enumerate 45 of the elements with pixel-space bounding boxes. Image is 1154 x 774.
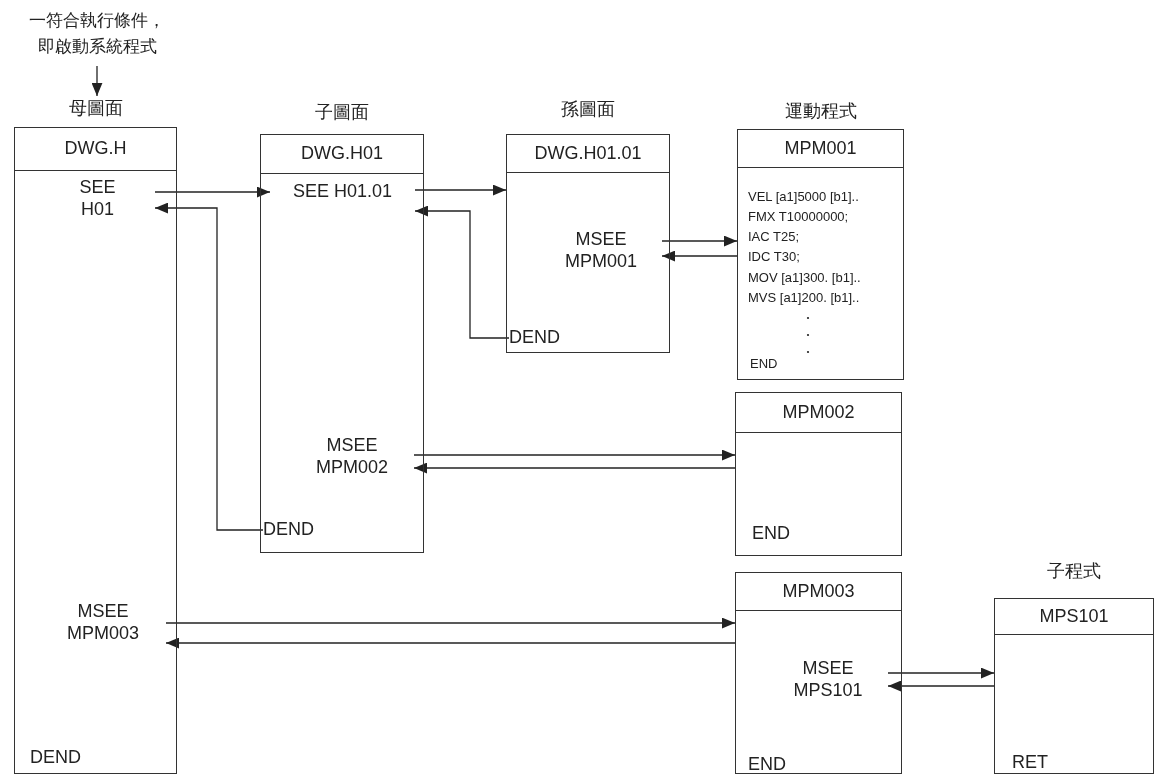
box-heading: 運動程式: [783, 100, 858, 123]
box-title: MPM002: [736, 393, 901, 433]
arrow: [661, 235, 738, 247]
box-heading: 子圖面: [314, 101, 370, 124]
box-heading: 母圖面: [67, 97, 124, 120]
code-line: END: [748, 753, 786, 774]
statement-text: SEE H01.01: [270, 180, 415, 204]
statement-text: MSEE MPS101: [768, 657, 888, 703]
box-heading: 子程式: [1046, 560, 1102, 583]
code-line: VEL [a1]5000 [b1]..: [748, 188, 859, 205]
box-title: MPM003: [736, 573, 901, 611]
code-line: DEND: [30, 746, 81, 768]
statement-text: MSEE MPM003: [40, 600, 166, 646]
trigger-note: 一符合執行條件，即啟動系統程式: [22, 4, 172, 66]
statement-text: DEND: [509, 326, 571, 350]
arrow: [887, 667, 995, 679]
box-heading: 孫圖面: [560, 98, 616, 121]
arrow: [413, 462, 736, 474]
code-line: IDC T30;: [748, 248, 800, 265]
box-title: DWG.H01: [261, 135, 423, 174]
arrow: [154, 186, 271, 198]
code-line: RET: [1012, 751, 1048, 773]
box-title: DWG.H: [15, 128, 176, 171]
statement-text: SEE H01: [40, 176, 155, 220]
code-line: IAC T25;: [748, 228, 800, 245]
box-title: MPS101: [995, 599, 1153, 635]
code-line: MOV [a1]300. [b1]..: [748, 269, 861, 286]
arrow: [414, 205, 510, 339]
code-line: END: [750, 355, 778, 372]
statement-text: DEND: [263, 518, 325, 542]
statement-text: MSEE MPM001: [540, 228, 662, 274]
code-line: MVS [a1]200. [b1]..: [748, 289, 860, 306]
arrow: [165, 617, 736, 629]
arrow: [661, 250, 738, 262]
arrow: [91, 65, 103, 97]
arrow: [413, 449, 736, 461]
arrow: [165, 637, 736, 649]
box-title: DWG.H01.01: [507, 135, 669, 173]
arrow: [414, 184, 507, 196]
arrow: [887, 680, 995, 692]
code-line: FMX T10000000;: [748, 208, 849, 225]
box-title: MPM001: [738, 130, 903, 168]
code-line: END: [752, 522, 790, 544]
statement-text: MSEE MPM002: [290, 434, 414, 480]
arrow: [154, 202, 264, 531]
